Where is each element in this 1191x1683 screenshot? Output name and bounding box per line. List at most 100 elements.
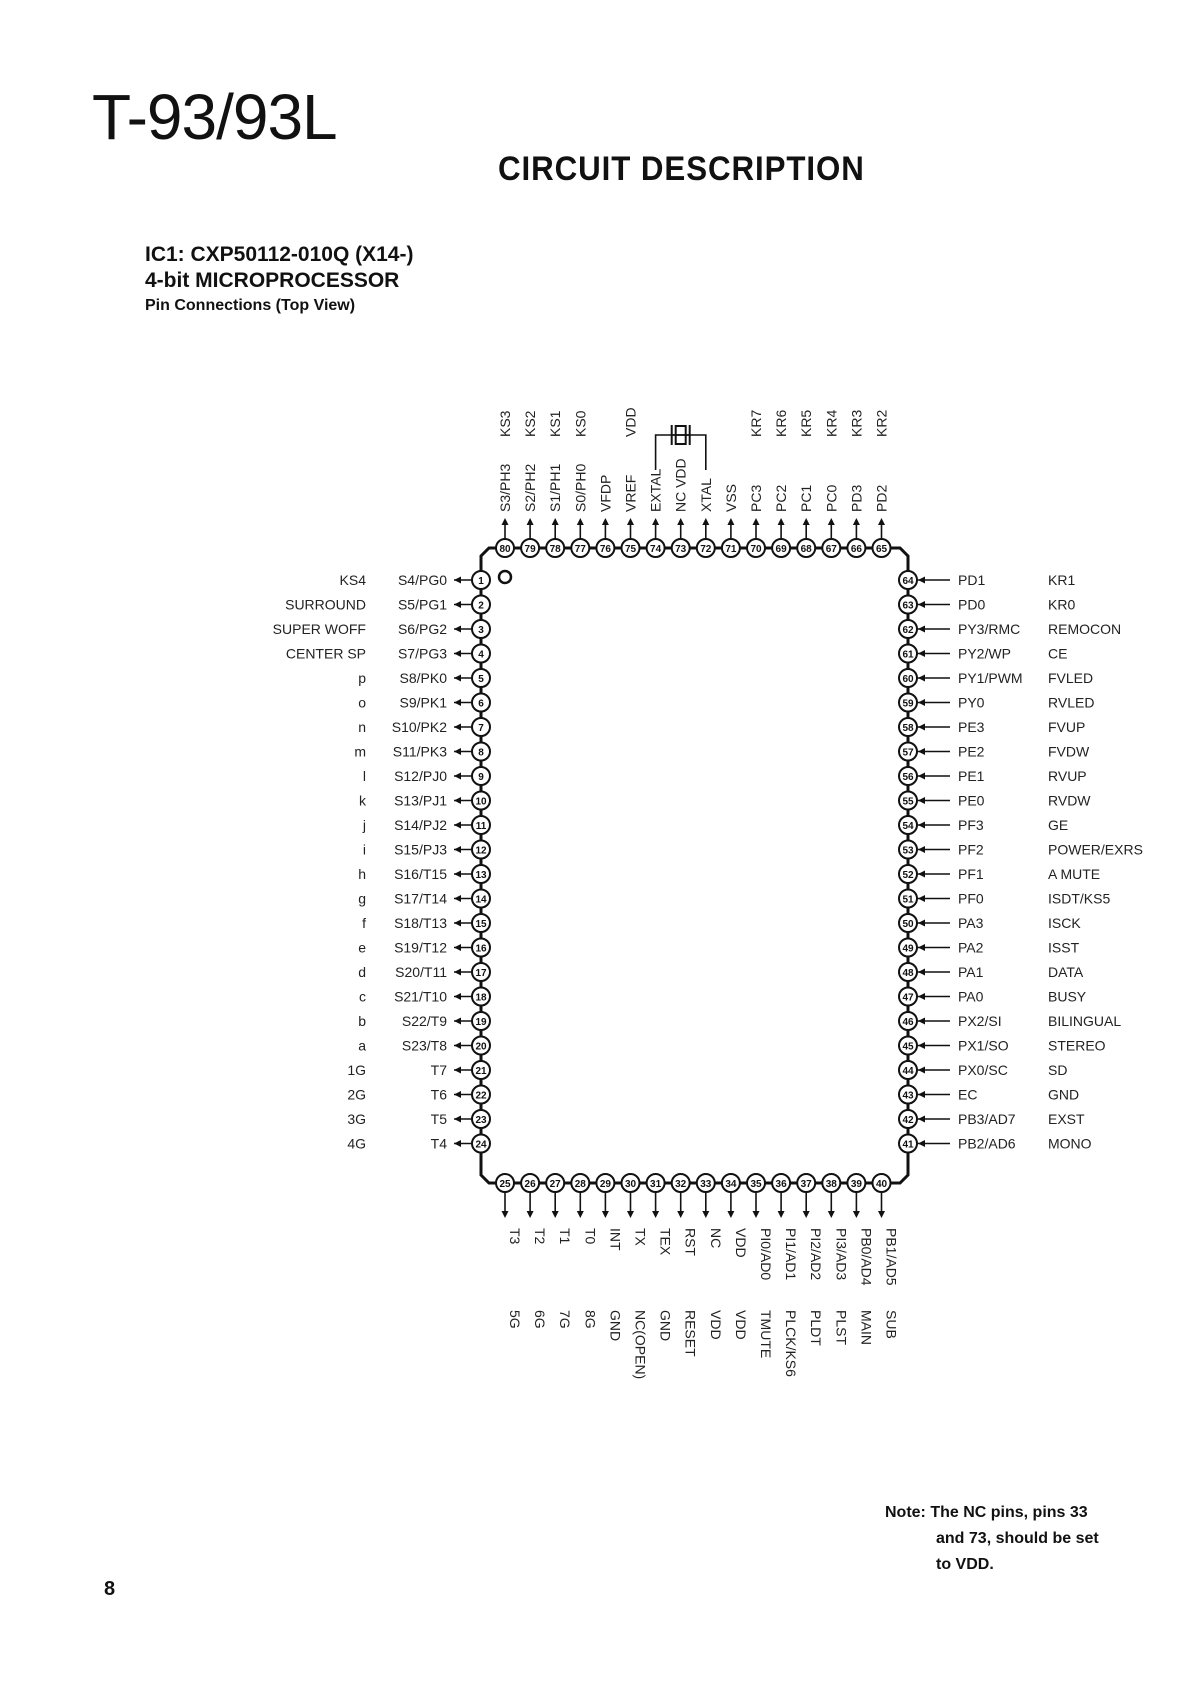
pin-name: S17/T14 (394, 891, 447, 907)
pin-number: 29 (600, 1179, 612, 1190)
pin-number: 21 (475, 1066, 487, 1077)
pin-number: 25 (499, 1179, 511, 1190)
arrow-head (454, 723, 461, 731)
pin-function: GE (1048, 817, 1068, 833)
pin-number: 36 (776, 1179, 788, 1190)
pin-name: PA3 (958, 915, 984, 931)
arrow-head (918, 1066, 925, 1074)
pin-number: 20 (475, 1042, 487, 1053)
arrow-head (454, 1115, 461, 1123)
pin-name: S0/PH0 (572, 464, 588, 512)
pin-name: PF1 (958, 866, 984, 882)
arrow-head (454, 601, 461, 608)
pin-name: S11/PK3 (393, 744, 447, 760)
pin-name: S10/PK2 (392, 719, 447, 735)
arrow-head (918, 797, 925, 804)
pin-function: PLCK/KS6 (783, 1310, 799, 1377)
pin-function: FVDW (1048, 744, 1090, 760)
pin-function: KS1 (547, 410, 563, 437)
pin-function: i (363, 842, 366, 858)
pin-name: PY2/WP (958, 646, 1011, 662)
arrow-head (878, 518, 885, 525)
arrow-head (702, 518, 710, 525)
pin-name: T5 (431, 1111, 448, 1127)
pin-name: S18/T13 (394, 915, 447, 931)
pin-number: 78 (550, 544, 562, 555)
arrow-head (652, 1211, 660, 1218)
note-line-3: to VDD. (936, 1556, 994, 1573)
arrow-head (501, 518, 509, 525)
pin-name: EC (958, 1087, 977, 1103)
pin-number: 14 (475, 895, 487, 906)
arrow-head (918, 919, 925, 927)
pin-name: PD1 (958, 572, 985, 588)
pin-function: PLST (833, 1310, 849, 1345)
arrow-head (827, 518, 835, 525)
pin-number: 4 (478, 650, 484, 661)
arrow-head (918, 1091, 925, 1098)
pin-name: VDD (733, 1228, 749, 1258)
pin-name: S12/PJ0 (394, 768, 447, 784)
pin-number: 65 (876, 544, 888, 555)
pin-function: n (358, 719, 366, 735)
pin-function: p (358, 670, 366, 686)
arrow-head (777, 1211, 785, 1218)
pin-function: TMUTE (758, 1310, 774, 1358)
arrow-head (918, 674, 925, 682)
pin-number: 39 (851, 1179, 863, 1190)
chip-body (479, 546, 910, 1185)
pin-number: 66 (851, 544, 863, 555)
pin-name: PX1/SO (958, 1038, 1009, 1054)
arrow-head (918, 772, 925, 780)
pin-number: 9 (478, 772, 484, 783)
arrow-head (918, 821, 925, 829)
pin-number: 51 (902, 895, 914, 906)
arrow-head (454, 846, 461, 853)
pin-number: 37 (801, 1179, 813, 1190)
arrow-head (627, 1211, 634, 1218)
pin-name: S9/PK1 (400, 695, 448, 711)
arrow-head (454, 1140, 461, 1147)
ic-subtitle: 4-bit MICROPROCESSOR (145, 269, 400, 292)
pin-function: KR5 (798, 410, 814, 437)
arrow-head (918, 1017, 925, 1025)
pin-name: PY1/PWM (958, 670, 1023, 686)
arrow-head (852, 1211, 860, 1218)
pin-number: 62 (902, 625, 914, 636)
pin-function: KR2 (874, 410, 890, 437)
pin-number: 7 (478, 723, 484, 734)
pin-number: 2 (478, 601, 484, 612)
arrow-head (752, 518, 760, 525)
pin-function: STEREO (1048, 1038, 1106, 1054)
pin1-marker (497, 569, 513, 585)
arrow-head (727, 1211, 735, 1218)
arrow-head (454, 895, 461, 902)
pin-name: S6/PG2 (398, 621, 447, 637)
pin-function: b (358, 1013, 366, 1029)
pin-name: T1 (557, 1228, 573, 1245)
arrow-head (526, 1211, 534, 1218)
pin-function: 2G (347, 1087, 366, 1103)
pin-name: S23/T8 (402, 1038, 447, 1054)
pin-number: 35 (750, 1179, 762, 1190)
